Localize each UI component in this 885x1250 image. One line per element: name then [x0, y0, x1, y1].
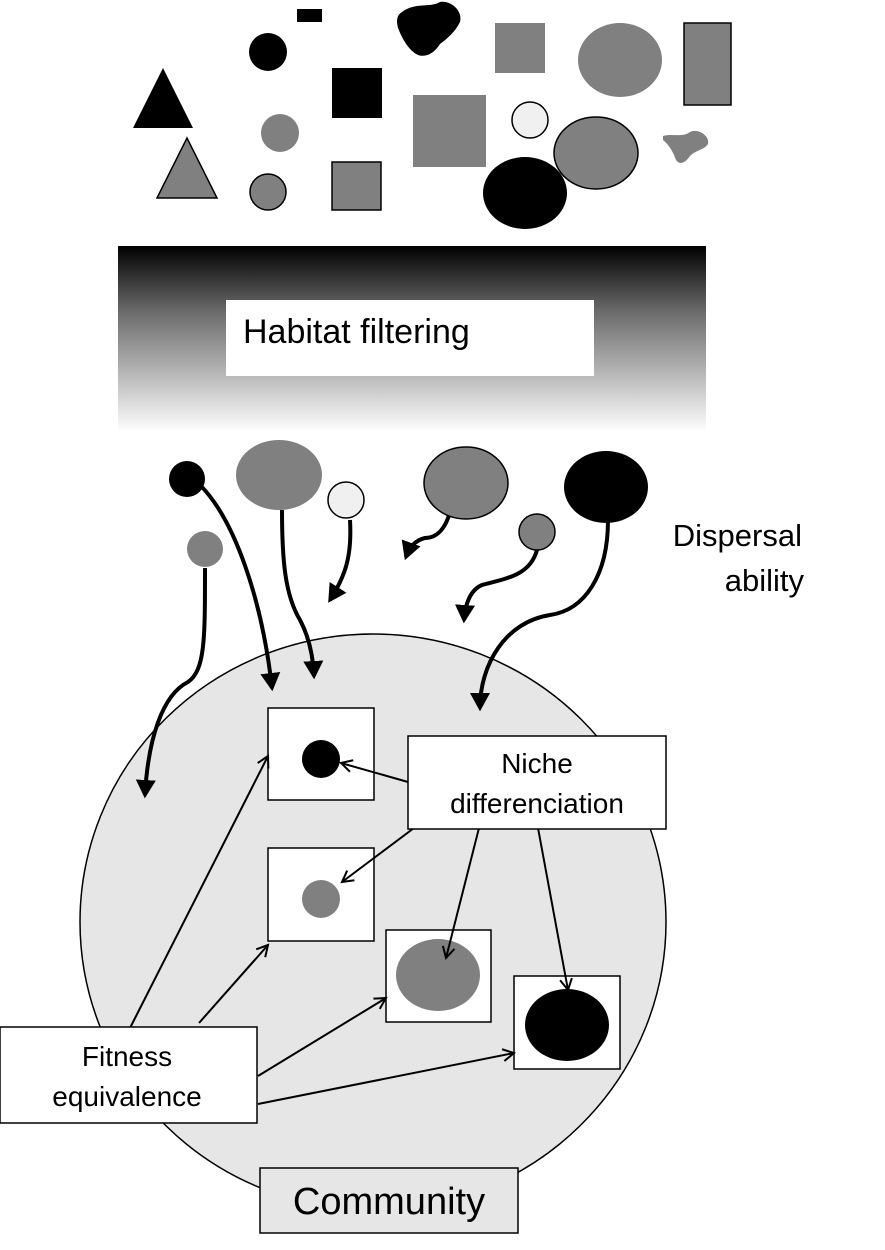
- dispersal-label-line2: ability: [725, 563, 805, 598]
- pool-ellipse-gray-outline: [553, 116, 639, 190]
- fitness-arrow-to-box2: [198, 945, 268, 1024]
- pool-circle-black: [249, 33, 287, 71]
- pool-small-rect-black: [297, 9, 322, 22]
- niche-label-line2: differenciation: [450, 788, 624, 819]
- pool-triangle-black: [133, 68, 193, 128]
- dispersers: [169, 440, 648, 567]
- pool-triangle-gray: [155, 136, 219, 199]
- fitness-arrow-to-box4: [257, 1053, 514, 1105]
- species-ellipse-black: [525, 989, 609, 1061]
- pool-circle-white: [511, 101, 549, 139]
- dispersal-arrow-gray-circle-right: [455, 549, 539, 624]
- habitat-filter: Habitat filtering: [118, 246, 706, 432]
- habitat-filtering-label: Habitat filtering: [243, 313, 470, 351]
- species-pool: [133, 1, 732, 229]
- fitness-label-line1: Fitness: [82, 1041, 172, 1072]
- dispersal-arrow-white-circle: [328, 519, 353, 603]
- community-species: [267, 707, 621, 1070]
- pool-square-black: [332, 68, 382, 118]
- niche-arrow-to-box3: [446, 827, 480, 958]
- fitness-arrow-to-box1: [129, 756, 268, 1029]
- disperser-ellipse-gray-outline: [423, 446, 509, 520]
- pool-circle-gray-outline: [249, 173, 287, 211]
- pool-ellipse-black: [483, 157, 567, 229]
- community-label: Community: [293, 1181, 485, 1223]
- niche-arrow-to-box2: [342, 821, 423, 882]
- species-circle-black: [302, 740, 340, 778]
- dispersal-arrow-black-ellipse: [470, 519, 610, 712]
- pool-square-gray: [331, 161, 382, 211]
- fitness-label-line2: equivalence: [52, 1081, 201, 1112]
- pool-ellipse-gray-top: [578, 23, 662, 97]
- niche-label-line1: Niche: [501, 748, 573, 779]
- dispersal-arrows: [135, 483, 610, 799]
- dispersal-label-line1: Dispersal: [673, 518, 802, 553]
- dispersal-arrow-gray-ellipse: [280, 509, 324, 680]
- pool-blob-gray: [663, 130, 709, 163]
- habitat-filter-label-box: [226, 300, 594, 376]
- pool-rect-gray-tall: [683, 22, 732, 106]
- species-ellipse-gray: [396, 939, 480, 1011]
- pool-square-gray-top: [495, 23, 545, 73]
- disperser-circle-white: [327, 481, 365, 519]
- community-label-box: [259, 1167, 519, 1234]
- disperser-ellipse-black: [564, 451, 648, 523]
- pool-circle-gray: [261, 114, 299, 152]
- niche-arrow-to-box1: [341, 763, 409, 783]
- fitness-label-box: [0, 1026, 258, 1124]
- disperser-circle-gray: [187, 531, 223, 567]
- species-circle-gray: [302, 880, 340, 918]
- dispersal-arrow-gray-ellipse-right: [401, 511, 452, 561]
- fitness-arrows: [129, 756, 514, 1105]
- niche-label-box: [407, 735, 667, 830]
- pool-blob-black: [397, 1, 461, 56]
- niche-arrow-to-box4: [537, 827, 568, 990]
- disperser-circle-gray-outline: [518, 513, 556, 551]
- pool-square-gray-large: [413, 95, 486, 167]
- niche-arrows: [341, 763, 568, 990]
- fitness-arrow-to-box3: [257, 998, 386, 1077]
- dispersal-arrow-black-circle: [198, 483, 281, 692]
- disperser-ellipse-gray: [236, 440, 322, 510]
- disperser-circle-black: [169, 461, 205, 497]
- dispersal-arrow-gray-circle: [135, 567, 207, 799]
